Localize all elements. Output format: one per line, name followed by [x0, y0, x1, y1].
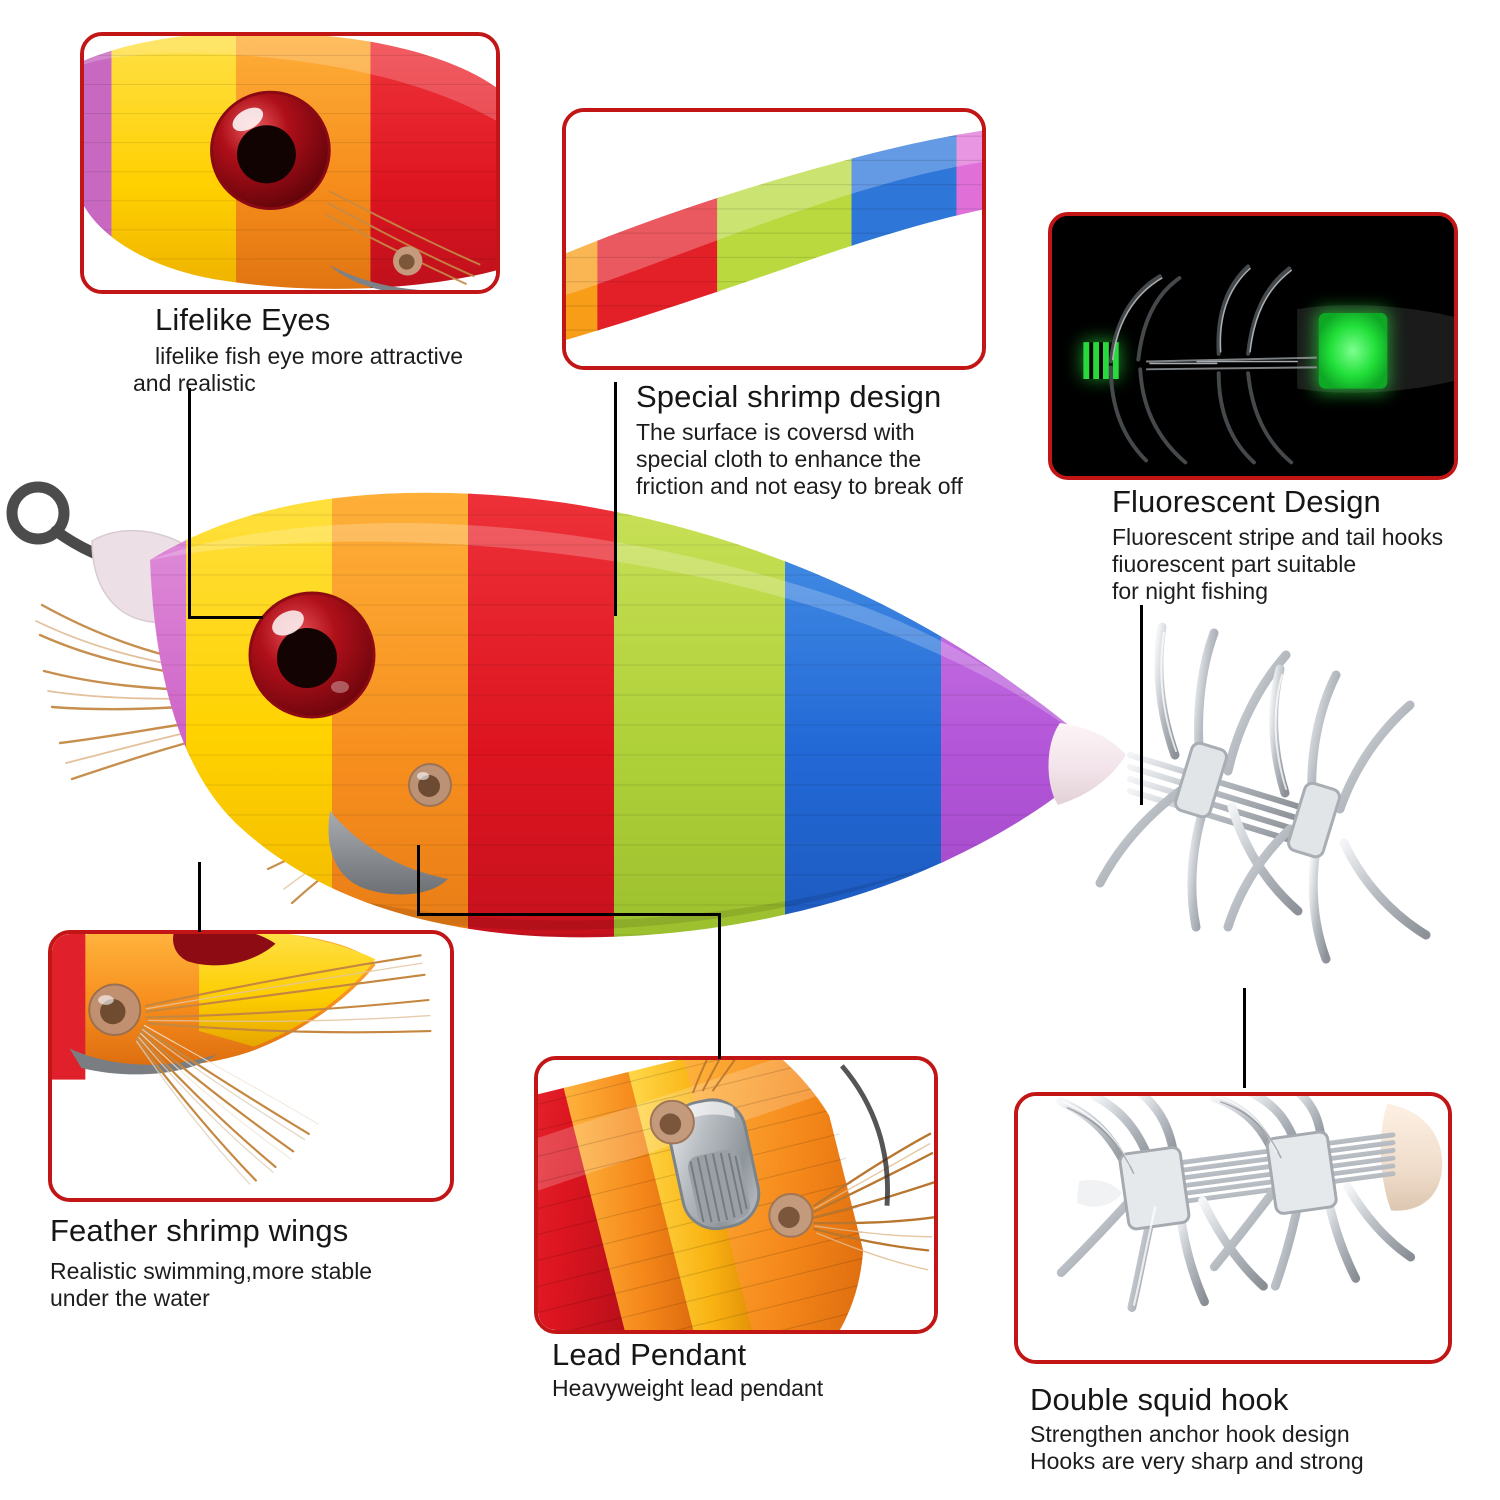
connector-lead-pendant-horizontal	[417, 913, 720, 916]
squid-hooks-artwork	[1095, 622, 1431, 964]
label-lifelike-eyes: Lifelike Eyes lifelike fish eye more att…	[133, 302, 575, 397]
callout-lifelike-eyes	[80, 32, 500, 294]
callout-double-squid-hook	[1014, 1092, 1452, 1364]
lure-tail-glow-section	[1048, 723, 1126, 805]
label-feather-shrimp-wings: Feather shrimp wings Realistic swimming,…	[50, 1214, 480, 1312]
label-lead-pendant: Lead Pendant Heavyweight lead pendant	[552, 1338, 972, 1402]
feature-desc-fluorescent-design: Fluorescent stripe and tail hooks fiuore…	[1112, 524, 1444, 605]
feature-desc-double-squid-hook: Strengthen anchor hook design Hooks are …	[1030, 1421, 1364, 1475]
main-product-image	[6, 481, 1431, 964]
feature-desc-feather-shrimp-wings: Realistic swimming,more stable under the…	[50, 1258, 373, 1312]
feature-title-special-shrimp-design: Special shrimp design	[636, 379, 942, 414]
lure-side-bead	[408, 763, 452, 807]
feature-desc-special-shrimp-design: The surface is coversd with special clot…	[636, 419, 963, 500]
label-special-shrimp-design: Special shrimp design The surface is cov…	[636, 380, 1056, 500]
feature-desc-lifelike-eyes: lifelike fish eye more attractive and re…	[133, 343, 464, 397]
feature-desc-lead-pendant: Heavyweight lead pendant	[552, 1375, 824, 1402]
connector-fluorescent-vertical	[1140, 605, 1143, 805]
callout-fluorescent-design	[1048, 212, 1458, 480]
callout-feather-shrimp-wings	[48, 930, 454, 1202]
feature-title-lead-pendant: Lead Pendant	[552, 1337, 747, 1372]
connector-special-shrimp-vertical	[614, 486, 617, 616]
label-double-squid-hook: Double squid hook Strengthen anchor hook…	[1030, 1383, 1470, 1475]
connector-double-squid-hook-vertical	[1243, 988, 1246, 1088]
feature-title-feather-shrimp-wings: Feather shrimp wings	[50, 1213, 349, 1248]
connector-lifelike-eyes-horizontal	[188, 616, 263, 619]
feature-title-double-squid-hook: Double squid hook	[1030, 1382, 1289, 1417]
connector-feather-wings-vertical	[198, 862, 201, 932]
label-fluorescent-design: Fluorescent Design Fluorescent stripe an…	[1112, 485, 1500, 605]
feature-title-fluorescent-design: Fluorescent Design	[1112, 484, 1381, 519]
connector-lifelike-eyes-vertical	[188, 388, 191, 618]
connector-special-shrimp-vertical-top	[614, 382, 617, 486]
connector-lead-pendant-vertical-right	[718, 913, 721, 1059]
feature-title-lifelike-eyes: Lifelike Eyes	[155, 302, 331, 337]
lure-eye	[248, 591, 376, 719]
callout-special-shrimp-design	[562, 108, 986, 370]
connector-lead-pendant-vertical-left	[417, 845, 420, 915]
callout-lead-pendant	[534, 1056, 938, 1334]
